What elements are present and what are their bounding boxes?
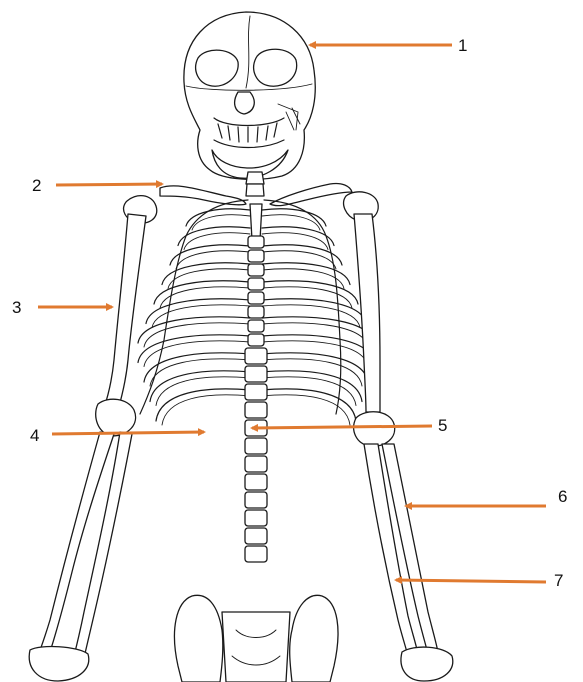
label-6: 6	[558, 487, 567, 506]
label-4: 4	[30, 426, 39, 445]
label-2: 2	[32, 176, 41, 195]
right-arm	[354, 214, 453, 681]
vertebra	[245, 510, 267, 526]
vertebra	[245, 546, 267, 562]
label-3: 3	[12, 298, 21, 317]
rib-left	[156, 389, 250, 421]
arrow-4	[52, 432, 204, 434]
rib-left	[186, 209, 250, 226]
rib-right-inner	[262, 305, 360, 328]
skull	[184, 12, 315, 179]
rib-right	[262, 389, 356, 421]
rib-right	[262, 335, 374, 363]
vertebra	[248, 250, 264, 262]
vertebra	[248, 320, 264, 332]
vertebra	[245, 456, 267, 472]
rib-right	[262, 353, 368, 382]
vertebra	[245, 528, 267, 544]
spine	[245, 236, 267, 562]
arrow-2	[56, 184, 162, 185]
rib-right-inner	[262, 233, 328, 250]
rib-right-inner	[262, 377, 356, 406]
vertebra	[248, 334, 264, 346]
rib-left-inner	[156, 377, 250, 406]
vertebra	[245, 366, 267, 382]
vertebra	[248, 264, 264, 276]
left-arm	[29, 214, 146, 681]
vertebra	[248, 236, 264, 248]
rib-left	[146, 299, 250, 324]
rib-left	[154, 281, 250, 304]
rib-right	[262, 281, 358, 304]
vertebra	[245, 438, 267, 454]
rib-right	[262, 299, 366, 324]
vertebra	[245, 492, 267, 508]
vertebra	[248, 278, 264, 290]
rib-left-inner	[184, 233, 250, 250]
rib-left	[138, 335, 250, 363]
arrow-5	[252, 426, 432, 428]
pelvis	[174, 595, 338, 682]
label-1: 1	[458, 36, 467, 55]
rib-right	[262, 209, 326, 226]
label-7: 7	[554, 571, 563, 590]
vertebra	[248, 292, 264, 304]
vertebra	[245, 474, 267, 490]
label-5: 5	[438, 416, 447, 435]
vertebra	[245, 402, 267, 418]
vertebra	[245, 348, 267, 364]
arrow-7	[396, 580, 546, 582]
skeleton-illustration	[29, 12, 453, 682]
vertebra	[248, 306, 264, 318]
cervical-spine	[246, 172, 264, 196]
vertebra	[245, 384, 267, 400]
rib-left-inner	[162, 395, 250, 425]
